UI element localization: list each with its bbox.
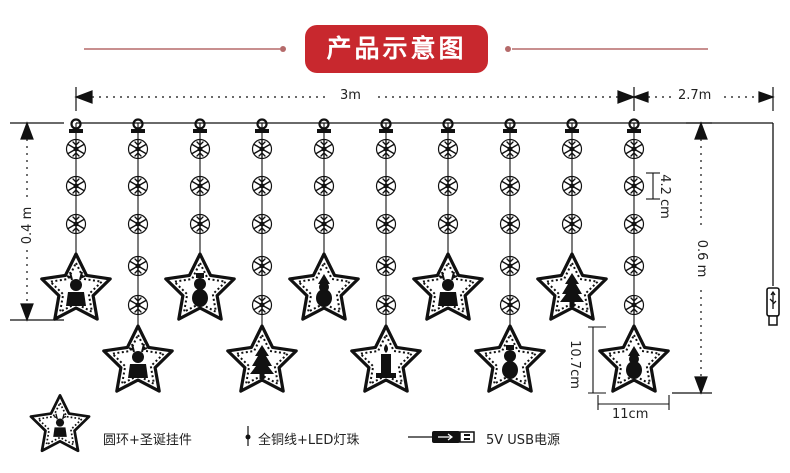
strand [412, 118, 484, 321]
snowflake-spacing-dimension [646, 172, 660, 200]
title-rule-right [505, 46, 708, 52]
page-title: 产品示意图 [305, 25, 488, 73]
star-ornament-icon [288, 252, 360, 321]
short-drop-dimension [10, 121, 64, 322]
short-drop-label: 0.4 m [20, 206, 36, 245]
snowflake-icon [127, 175, 149, 197]
strand [226, 118, 298, 393]
total-width-label: 3m [336, 88, 365, 103]
legend-usb-icon [408, 431, 475, 443]
snowflake-icon [561, 175, 583, 197]
snowflake-icon [251, 213, 273, 235]
snowflake-icon [127, 255, 149, 277]
main-cable [76, 122, 774, 286]
reindeer-icon [127, 343, 149, 379]
snowflake-icon [313, 138, 335, 160]
star-ornament-icon [536, 252, 608, 321]
legend-star-ornament-icon [29, 394, 91, 453]
star-ornament-icon [226, 324, 298, 393]
snowflake-icon [561, 213, 583, 235]
star-ornament-icon [350, 324, 422, 393]
snowflake-icon [623, 138, 645, 160]
legend-wire-icon [245, 426, 251, 446]
santa-icon [316, 274, 332, 307]
title-rule-left [84, 46, 286, 52]
snowflake-icon [437, 213, 459, 235]
star-ornament-icon [164, 252, 236, 321]
snowman-icon [502, 345, 518, 379]
snowflake-icon [623, 213, 645, 235]
snowflake-icon [127, 138, 149, 160]
star-ornament-icon [412, 252, 484, 321]
snowflake-icon [499, 294, 521, 316]
santa-icon [626, 346, 642, 379]
snowflake-icon [251, 175, 273, 197]
snowflake-icon [623, 255, 645, 277]
star-ornament-icon [102, 324, 174, 393]
strand [536, 118, 608, 321]
snowflake-icon [375, 175, 397, 197]
reindeer-icon [437, 271, 459, 307]
legend [29, 394, 475, 453]
snowflake-icon [189, 213, 211, 235]
legend-ornament-label: 圆环+圣诞挂件 [103, 433, 192, 448]
star-ornament-icon [40, 252, 112, 321]
long-drop-dimension [672, 121, 712, 395]
snowflake-icon [375, 255, 397, 277]
legend-power-label: 5V USB电源 [486, 433, 560, 448]
snowman-icon [192, 273, 208, 307]
strand [598, 118, 670, 393]
strand [164, 118, 236, 321]
snowflake-spacing-label: 4.2 cm [656, 174, 672, 219]
reindeer-icon [65, 271, 87, 307]
snowflake-icon [499, 255, 521, 277]
strand [474, 118, 546, 393]
snowflake-icon [251, 294, 273, 316]
strand [40, 118, 112, 321]
long-drop-label: 0.6 m [694, 239, 710, 278]
snowflake-icon [313, 175, 335, 197]
snowflake-icon [65, 175, 87, 197]
snowflake-icon [375, 138, 397, 160]
star-ornament-icon [474, 324, 546, 393]
star-ornament-icon [598, 324, 670, 393]
snowflake-icon [251, 255, 273, 277]
total-width-dimension [74, 87, 775, 111]
strand [288, 118, 360, 321]
snowflake-icon [189, 175, 211, 197]
snowflake-icon [437, 175, 459, 197]
snowflake-icon [313, 213, 335, 235]
light-strands [40, 118, 670, 393]
snowflake-icon [499, 213, 521, 235]
snowflake-icon [189, 138, 211, 160]
usb-plug-icon [766, 287, 780, 326]
snowflake-icon [437, 138, 459, 160]
strand [350, 118, 422, 393]
snowflake-icon [561, 138, 583, 160]
snowflake-icon [623, 175, 645, 197]
strand [102, 118, 174, 393]
snowflake-icon [251, 138, 273, 160]
snowflake-icon [375, 213, 397, 235]
snowflake-icon [65, 213, 87, 235]
snowflake-icon [623, 294, 645, 316]
snowflake-icon [127, 213, 149, 235]
snowflake-icon [65, 138, 87, 160]
star-height-label: 10.7cm [566, 340, 582, 389]
cable-length-label: 2.7m [676, 88, 714, 103]
snowflake-icon [127, 294, 149, 316]
snowflake-icon [499, 175, 521, 197]
snowflake-icon [499, 138, 521, 160]
star-width-label: 11cm [612, 407, 649, 422]
legend-wire-label: 全铜线+LED灯珠 [258, 433, 360, 448]
star-size-dimension [588, 326, 670, 410]
snowflake-icon [375, 294, 397, 316]
